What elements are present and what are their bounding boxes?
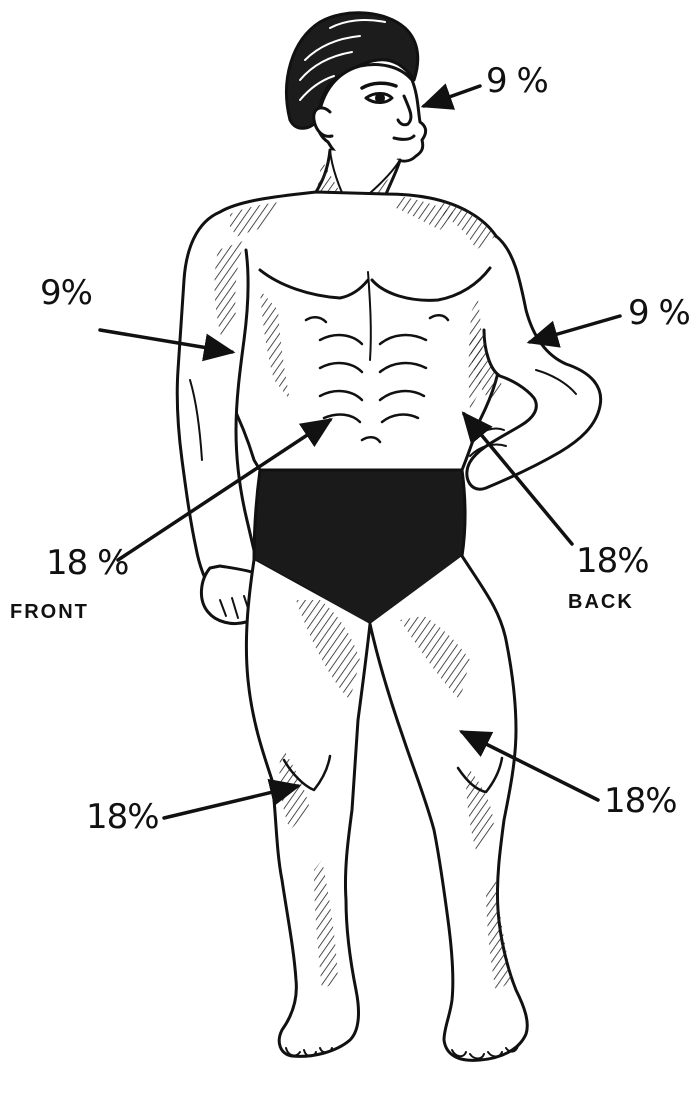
- label-right-arm-percent: 9%: [40, 276, 92, 310]
- arrow-arm-right: [530, 316, 620, 342]
- label-trunk-back-percent: 18%: [576, 544, 649, 578]
- label-left-arm-percent: 9 %: [628, 296, 690, 330]
- label-trunk-front-percent: 18 %: [46, 546, 128, 580]
- label-trunk-front-caption: FRONT: [10, 602, 89, 622]
- arrow-head: [424, 86, 480, 106]
- label-trunk-back-caption: BACK: [568, 592, 634, 612]
- label-left-leg-percent: 18%: [604, 784, 677, 818]
- label-right-leg-percent: 18%: [86, 800, 159, 834]
- ear: [314, 108, 332, 137]
- label-head-percent: 9 %: [486, 64, 548, 98]
